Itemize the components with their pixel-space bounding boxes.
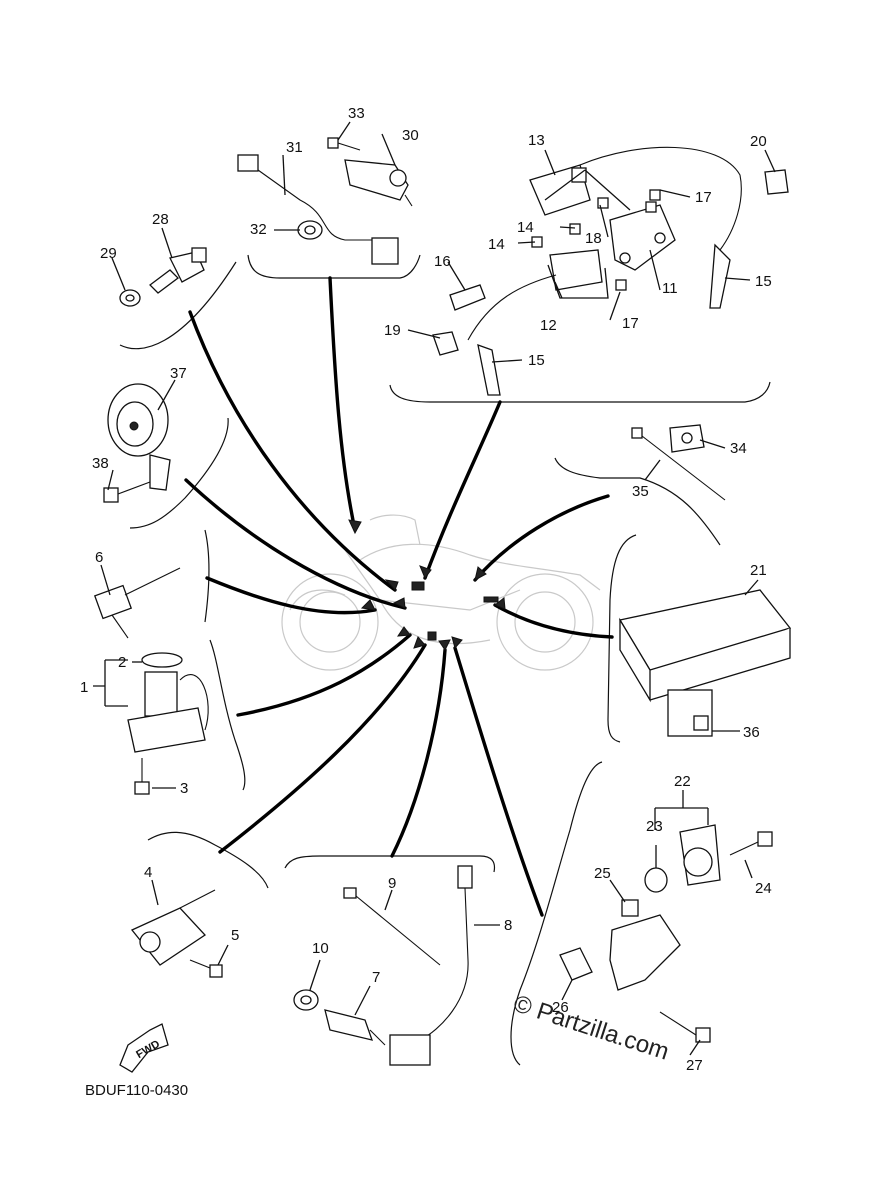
callout-19: 19 [384,322,401,339]
o-ring-part-23 [644,867,668,893]
temp-sensor-part-28 [149,247,207,294]
o-ring-part-2 [141,652,183,668]
callout-21: 21 [750,562,767,579]
callout-11: 11 [662,280,678,297]
callout-12: 12 [540,317,557,334]
callout-leaders [93,121,776,1056]
callout-37: 37 [170,365,187,382]
ecu-part-21 [618,589,792,703]
callout-numbers: 1 2 3 4 5 6 7 8 9 10 11 12 13 14 14 15 1… [80,105,772,1074]
bolt-part-5 [189,959,223,978]
callout-32: 32 [250,221,267,238]
callout-38: 38 [92,455,109,472]
callout-22: 22 [674,773,691,790]
callout-1: 1 [80,679,88,696]
sensor-part-22 [679,824,721,886]
callout-28: 28 [152,211,169,228]
small-parts-14-17-18 [531,189,661,291]
callout-15-lower: 15 [528,352,545,369]
leader-lines [184,276,614,917]
tube-part-16 [449,284,486,311]
collar-part-26 [559,947,593,981]
lead-wire-part-31 [237,154,399,265]
callout-24: 24 [755,880,772,897]
washer-part-29 [119,289,141,307]
sensor-part-4 [130,889,216,966]
callout-26: 26 [552,999,569,1016]
callout-15-right: 15 [755,273,772,290]
callout-16: 16 [434,253,451,270]
clip-part-20 [764,169,789,195]
fwd-arrow-icon: FWD [119,1023,169,1073]
callout-3: 3 [180,780,188,797]
callout-14-lower: 14 [488,236,505,253]
sensor-part-6 [93,567,181,639]
callout-13: 13 [528,132,545,149]
relay-part-36 [667,689,713,737]
callout-8: 8 [504,917,512,934]
watermark: © Partzilla.com [510,990,672,1066]
callout-18: 18 [585,230,602,247]
callout-31: 31 [286,139,303,156]
bolt-part-38 [103,481,151,503]
callout-6: 6 [95,549,103,566]
bolt-part-33 [327,137,361,151]
callout-34: 34 [730,440,747,457]
horn-part-37 [107,383,171,491]
clamp-part-32 [297,220,323,240]
callout-29: 29 [100,245,117,262]
motorcycle-silhouette [281,514,601,671]
lead-part-8 [389,865,473,1066]
bolt-part-24 [729,831,773,856]
bracket-part-11 [609,204,676,271]
callout-10: 10 [312,940,329,957]
callout-5: 5 [231,927,239,944]
callout-33: 33 [348,105,365,122]
callout-35: 35 [632,483,649,500]
callout-23: 23 [646,818,663,835]
callout-2: 2 [118,654,126,671]
callout-4: 4 [144,864,152,881]
clip-part-19 [432,331,459,356]
callout-14-upper: 14 [517,219,534,236]
callout-27: 27 [686,1057,703,1074]
callout-17-upper: 17 [695,189,712,206]
cable-tie-part-35 [631,427,726,501]
leader-arrowheads [348,519,506,651]
callout-17-lower: 17 [622,315,639,332]
callout-7: 7 [372,969,380,986]
switch-part-7 [324,1009,386,1046]
clamp-part-34 [669,424,705,453]
callout-30: 30 [402,127,419,144]
callout-20: 20 [750,133,767,150]
speed-sensor-part-30 [344,159,413,207]
bolt-part-27 [659,1011,711,1043]
tie-part-9 [343,887,441,966]
bracket-part-25 [609,899,681,991]
callout-25: 25 [594,865,611,882]
callout-9: 9 [388,875,396,892]
diagram-code: BDUF110-0430 [85,1082,188,1099]
plug-lead-part-15 [477,146,742,396]
washer-part-10 [293,989,319,1011]
bolt-part-3 [134,758,150,795]
sensor-part-1 [127,671,209,753]
callout-36: 36 [743,724,760,741]
ignition-coil-part-12 [467,249,603,341]
group-boundaries [119,254,771,1066]
